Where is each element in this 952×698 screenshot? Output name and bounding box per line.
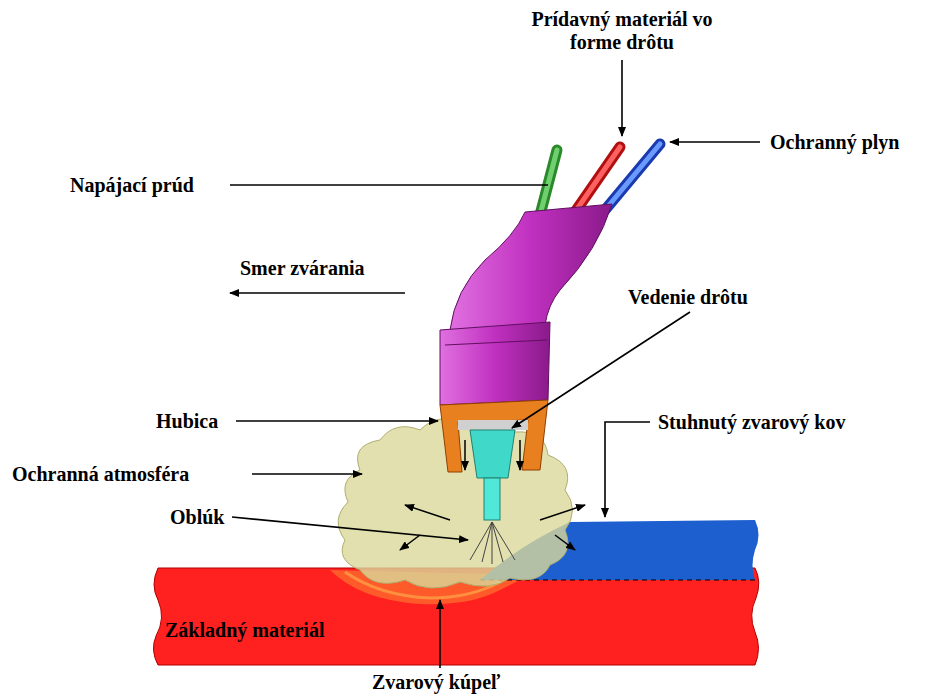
arc — [470, 522, 515, 564]
torch-hose — [450, 204, 612, 330]
power-cable-hl — [540, 150, 557, 215]
shielding-gas-label: Ochranný plyn — [770, 131, 899, 154]
filler-wire — [484, 478, 500, 520]
weld-pool-label: Zvarový kúpeľ — [372, 671, 500, 694]
torch-body — [440, 322, 550, 405]
contact-tip — [470, 430, 515, 478]
shielding-atmosphere-label: Ochranná atmosféra — [12, 463, 189, 486]
wire-guide-label: Vedenie drôtu — [628, 286, 748, 309]
power-supply-label: Napájací prúd — [70, 174, 194, 197]
arc-label: Oblúk — [170, 506, 224, 529]
base-material-label: Základný materiál — [165, 619, 324, 642]
filler-wire-label: Prídavný materiál vo forme drôtu — [516, 8, 728, 54]
leader-lines — [230, 60, 760, 668]
torch-ring — [445, 340, 547, 345]
gas-cable-hl — [605, 144, 660, 210]
gas-cable — [605, 144, 660, 210]
welding-direction-label: Smer zvárania — [240, 257, 365, 280]
power-cable — [540, 150, 557, 215]
nozzle-label: Hubica — [156, 410, 218, 433]
weld-metal-label: Stuhnutý zvarový kov — [658, 411, 845, 434]
